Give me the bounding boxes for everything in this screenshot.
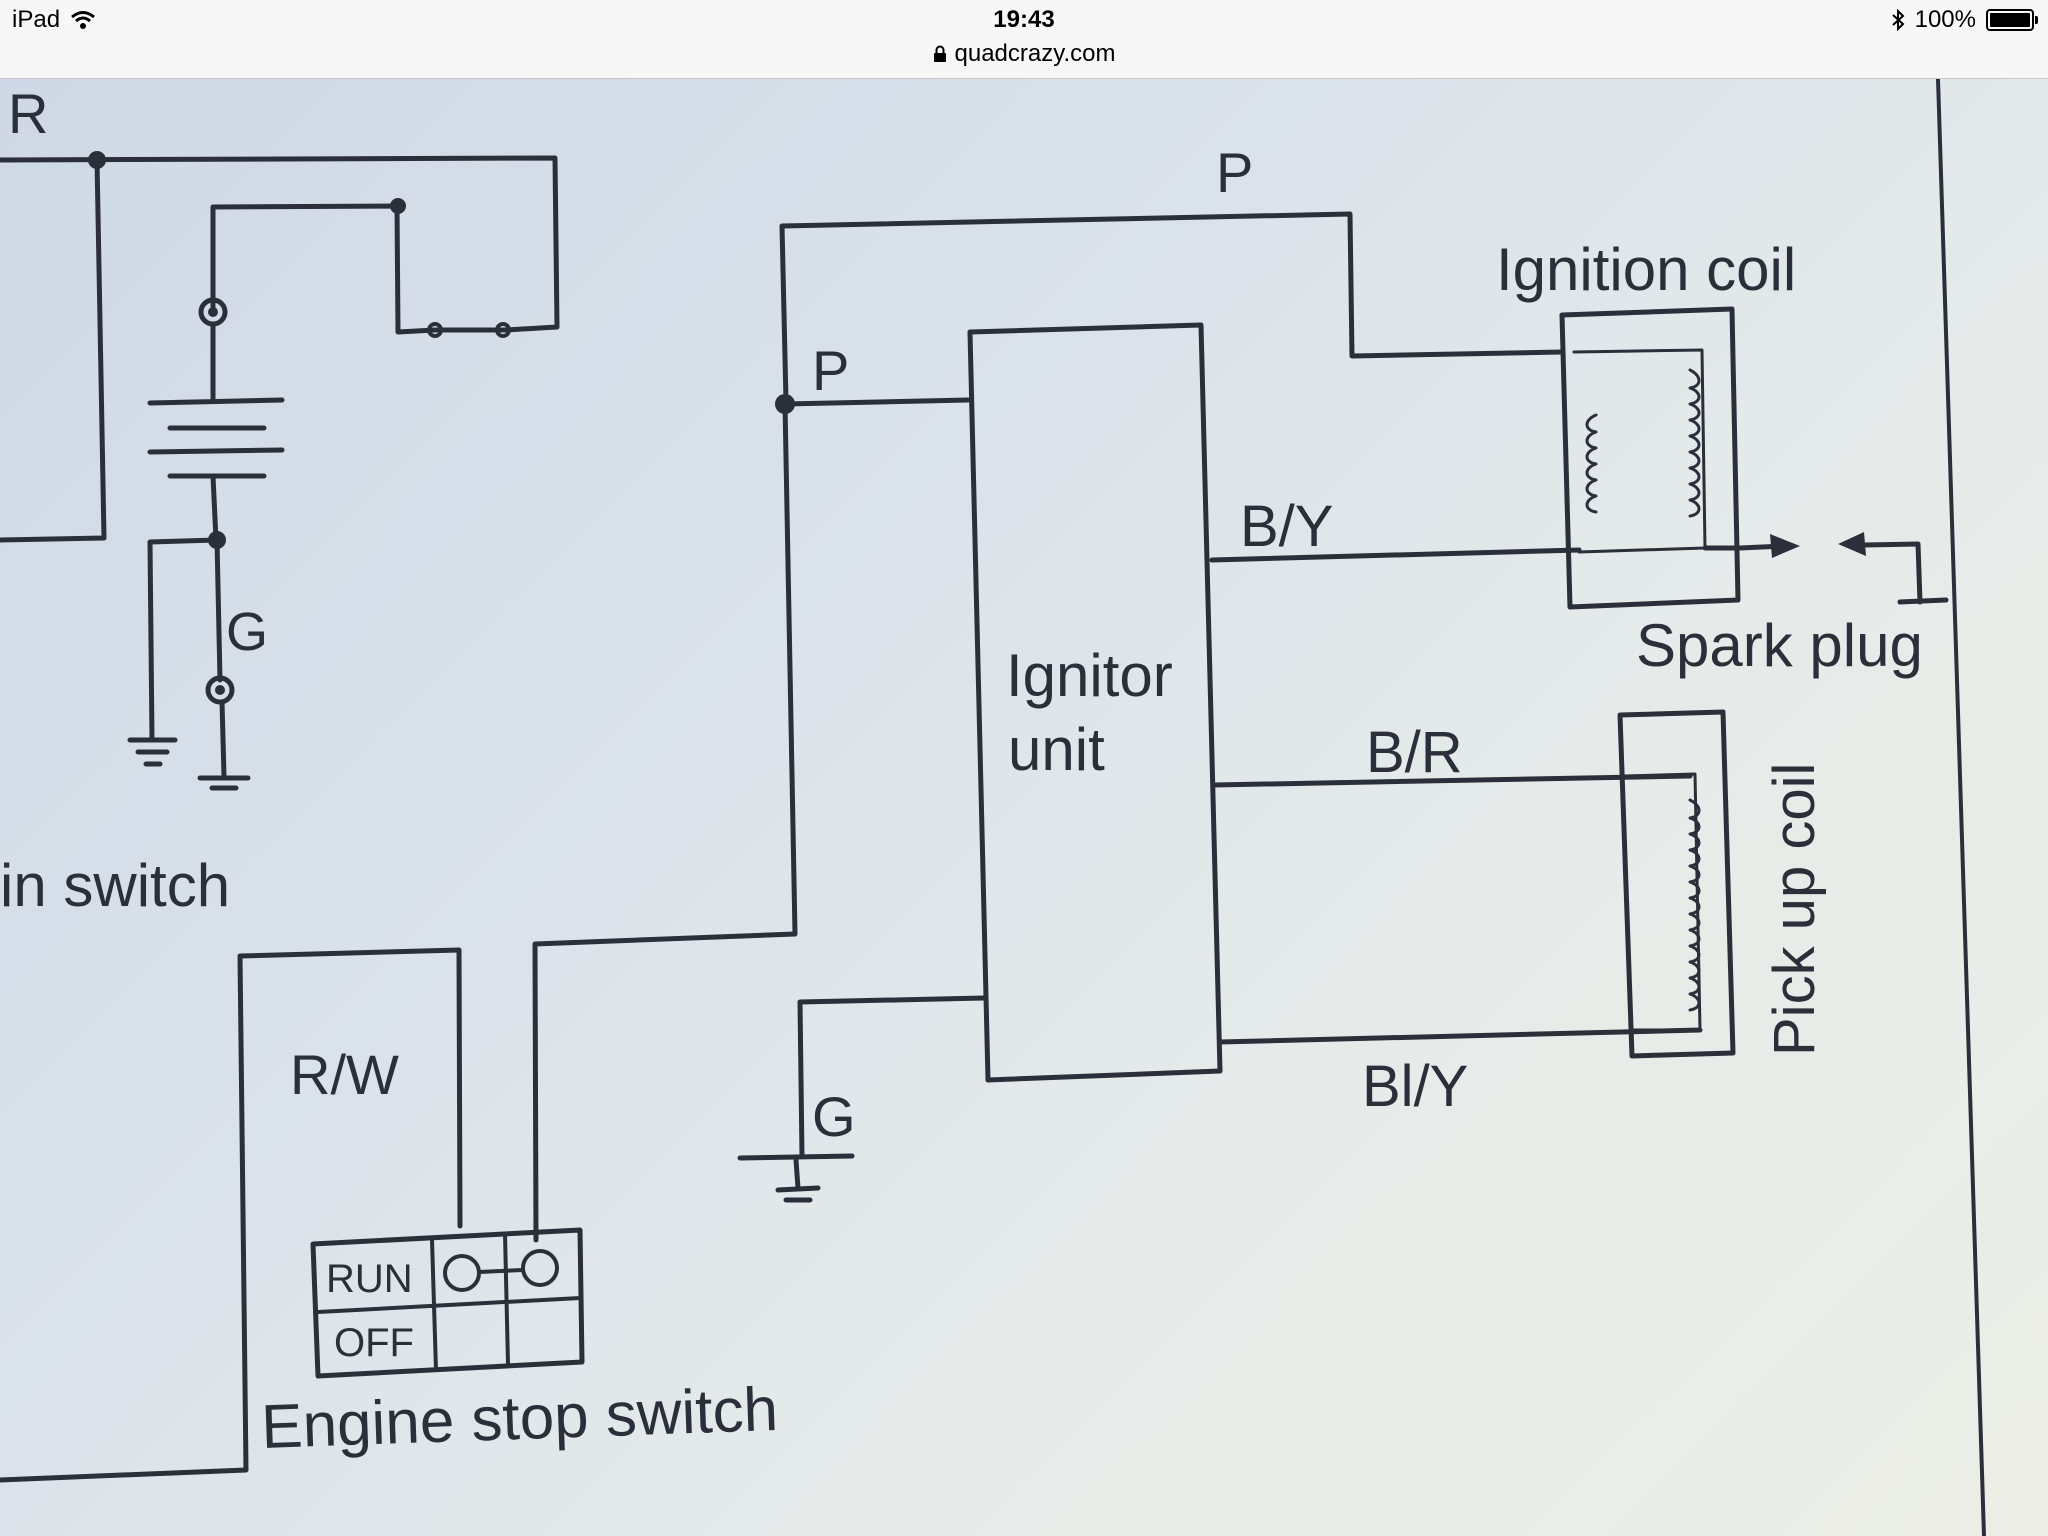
wire-label-g-ignitor: G (812, 1085, 856, 1148)
wire-label-p-left: P (812, 339, 849, 402)
wire-rw (0, 947, 463, 1483)
switch-grid (316, 1232, 582, 1372)
clock: 19:43 (993, 6, 1055, 33)
switch-contact (443, 1254, 481, 1292)
wire-label-bly: Bl/Y (1362, 1054, 1468, 1119)
wire-p-down (532, 401, 798, 1243)
wire-label-p-top: P (1216, 141, 1253, 204)
battery-icon (1986, 9, 2038, 31)
switch-contact (427, 322, 443, 338)
lock-icon (933, 45, 946, 62)
junction-dot (390, 198, 406, 214)
wire-p (779, 211, 1565, 404)
diagram-photo: R P P G B/Y B/R Bl/Y R/W G Ignition coil… (0, 79, 2048, 1536)
coil-winding (1688, 798, 1701, 1012)
coil-winding (1688, 368, 1701, 518)
wire-bly (1217, 1027, 1703, 1045)
wire-g-left (147, 537, 223, 743)
device-label: iPad (12, 6, 61, 33)
pick-up-coil-inner (1622, 772, 1702, 1032)
status-bar: iPad 19:43 quadcrazy.com 100% (0, 0, 2048, 79)
wire-label-rw: R/W (290, 1043, 399, 1106)
wire-g-ignitor (737, 995, 987, 1161)
bluetooth-icon (1891, 9, 1905, 31)
wire-label-r: R (8, 82, 48, 145)
wifi-icon (71, 11, 95, 29)
engine-stop-switch-box (310, 1227, 585, 1379)
pick-up-coil-box (1617, 709, 1736, 1059)
status-right: 100% (1891, 6, 2038, 34)
ignition-coil-inner (1572, 348, 1707, 554)
wire-label-g-left: G (226, 602, 268, 662)
switch-off-label: OFF (334, 1321, 414, 1365)
wire-br (1211, 773, 1693, 788)
wire-label-br: B/R (1366, 720, 1463, 785)
spark-plug-ground (1861, 541, 1949, 605)
spark-output (1702, 543, 1788, 551)
battery-symbol (147, 321, 285, 543)
switch-run-label: RUN (326, 1257, 413, 1301)
wire-r (0, 155, 560, 335)
ignitor-unit-box (967, 322, 1223, 1083)
ground-symbol (775, 1157, 821, 1203)
ground-symbol (197, 699, 251, 791)
switch-contact (521, 1249, 559, 1287)
wire-label-by: B/Y (1240, 494, 1334, 559)
page-border-line (1936, 79, 1986, 1536)
address-bar[interactable]: quadcrazy.com (0, 40, 2048, 70)
battery-percent: 100% (1914, 6, 1976, 33)
spark-plug-terminal (1838, 532, 1866, 556)
ground-symbol (127, 737, 178, 767)
pick-up-coil-label: Pick up coil (1762, 763, 1827, 1056)
coil-winding (1585, 413, 1598, 514)
ignition-coil-label: Ignition coil (1496, 236, 1796, 303)
spark-plug-label: Spark plug (1636, 612, 1923, 679)
ignitor-unit-label-2: unit (1008, 716, 1105, 783)
wire-p-ignitor (782, 397, 971, 407)
url-text[interactable]: quadcrazy.com (954, 40, 1116, 67)
wire-by (1209, 547, 1582, 563)
engine-stop-switch-label: Engine stop switch (260, 1375, 779, 1462)
wire-r-branch (0, 157, 107, 543)
ignitor-unit-label-1: Ignitor (1006, 642, 1173, 709)
status-left: iPad (12, 6, 96, 34)
ignition-coil-box (1559, 306, 1741, 610)
main-switch-label: in switch (0, 852, 230, 919)
switch-contact (495, 322, 511, 338)
wiring-diagram: R P P G B/Y B/R Bl/Y R/W G Ignition coil… (0, 79, 1986, 1536)
spark-arrow (1770, 534, 1800, 558)
